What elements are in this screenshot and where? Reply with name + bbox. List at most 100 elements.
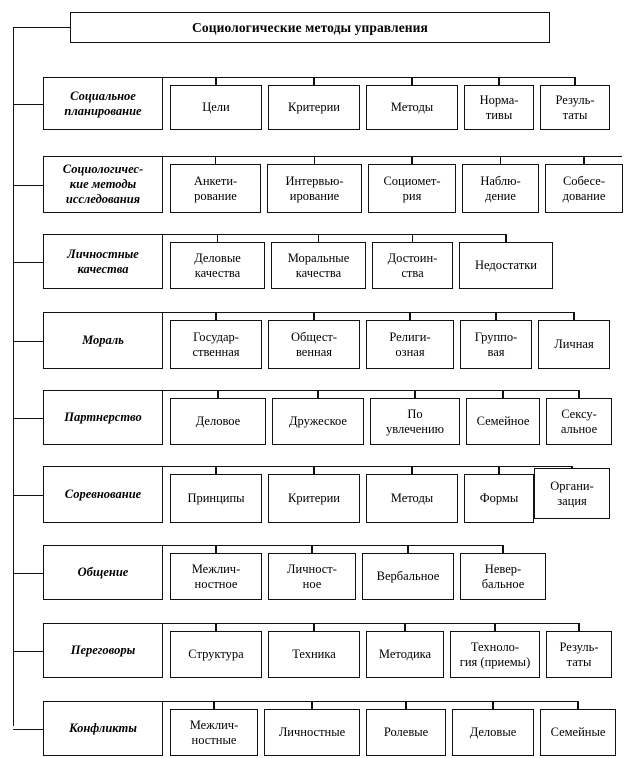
- category-box[interactable]: Мораль: [43, 312, 163, 369]
- category-box[interactable]: Личностные качества: [43, 234, 163, 289]
- item-label: Общест- венная: [290, 329, 338, 359]
- item-label: Собесе- дование: [562, 173, 606, 203]
- row-connector-bar: [43, 545, 503, 547]
- item-box[interactable]: Невер- бальное: [460, 553, 546, 600]
- item-box[interactable]: Семейное: [466, 398, 540, 445]
- item-box[interactable]: Сексу- альное: [546, 398, 612, 445]
- item-label: Моральные качества: [287, 250, 350, 280]
- item-box[interactable]: Личностные: [264, 709, 360, 756]
- item-box[interactable]: Органи- зация: [534, 468, 610, 519]
- category-box[interactable]: Партнерство: [43, 390, 163, 445]
- item-drop-connector: [215, 545, 217, 553]
- item-box[interactable]: По увлечению: [370, 398, 460, 445]
- category-label: Конфликты: [69, 721, 137, 735]
- item-box[interactable]: Государ- ственная: [170, 320, 262, 369]
- item-label: Деловое: [195, 414, 241, 428]
- row-connector-bar: [43, 623, 579, 625]
- item-drop-connector: [407, 545, 409, 553]
- item-label: Вербальное: [376, 569, 440, 583]
- item-drop-connector: [311, 701, 313, 709]
- item-drop-connector: [498, 77, 500, 85]
- item-label: Социомет- рия: [383, 173, 441, 203]
- item-label: Методы: [390, 100, 434, 114]
- item-box[interactable]: Дружеское: [272, 398, 364, 445]
- item-drop-connector: [499, 156, 502, 164]
- item-box[interactable]: Цели: [170, 85, 262, 130]
- item-box[interactable]: Межлич- ностные: [170, 709, 258, 756]
- item-box[interactable]: Техника: [268, 631, 360, 678]
- item-box[interactable]: Резуль- таты: [540, 85, 610, 130]
- item-label: По увлечению: [385, 406, 444, 436]
- row-connector-bar: [43, 156, 622, 158]
- category-box[interactable]: Социологичес- кие методы исследования: [43, 156, 163, 213]
- item-label: Деловые качества: [194, 250, 241, 280]
- item-box[interactable]: Методы: [366, 474, 458, 523]
- item-drop-connector: [573, 312, 575, 320]
- item-box[interactable]: Техноло- гия (приемы): [450, 631, 540, 678]
- item-label: Личност- ное: [287, 561, 337, 591]
- item-box[interactable]: Структура: [170, 631, 262, 678]
- item-box[interactable]: Вербальное: [362, 553, 454, 600]
- item-label: Анкети- рование: [193, 173, 238, 203]
- item-box[interactable]: Методика: [366, 631, 444, 678]
- item-label: Методика: [378, 647, 432, 661]
- item-label: Межлич- ностное: [191, 561, 241, 591]
- category-box[interactable]: Соревнование: [43, 466, 163, 523]
- item-drop-connector: [492, 701, 494, 709]
- item-label: Норма- тивы: [479, 92, 519, 122]
- item-box[interactable]: Принципы: [170, 474, 262, 523]
- category-label: Партнерство: [64, 410, 142, 424]
- item-box[interactable]: Норма- тивы: [464, 85, 534, 130]
- item-box[interactable]: Семейные: [540, 709, 616, 756]
- item-box[interactable]: Социомет- рия: [368, 164, 456, 213]
- item-box[interactable]: Формы: [464, 474, 534, 523]
- category-box[interactable]: Социальное планирование: [43, 77, 163, 130]
- item-box[interactable]: Личная: [538, 320, 610, 369]
- item-box[interactable]: Личност- ное: [268, 553, 356, 600]
- item-box[interactable]: Анкети- рование: [170, 164, 261, 213]
- item-box[interactable]: Наблю- дение: [462, 164, 539, 213]
- item-box[interactable]: Межлич- ностное: [170, 553, 262, 600]
- item-box[interactable]: Достоин- ства: [372, 242, 453, 289]
- item-box[interactable]: Методы: [366, 85, 458, 130]
- item-drop-connector: [217, 390, 219, 398]
- item-box[interactable]: Религи- озная: [366, 320, 454, 369]
- item-box[interactable]: Ролевые: [366, 709, 446, 756]
- item-label: Деловые: [469, 725, 517, 739]
- category-box[interactable]: Переговоры: [43, 623, 163, 678]
- item-box[interactable]: Общест- венная: [268, 320, 360, 369]
- category-box[interactable]: Конфликты: [43, 701, 163, 756]
- page-title: Социологические методы управления: [192, 19, 428, 35]
- item-label: Государ- ственная: [192, 329, 240, 359]
- trunk-title-connector: [13, 26, 71, 28]
- category-label: Личностные качества: [67, 246, 139, 276]
- item-label: Невер- бальное: [481, 561, 525, 591]
- item-drop-connector: [495, 312, 497, 320]
- item-label: Техника: [292, 647, 336, 661]
- item-box[interactable]: Критерии: [268, 474, 360, 523]
- item-box[interactable]: Моральные качества: [271, 242, 366, 289]
- category-label: Переговоры: [70, 643, 136, 657]
- item-box[interactable]: Резуль- таты: [546, 631, 612, 678]
- item-label: Группо- вая: [474, 329, 518, 359]
- item-box[interactable]: Собесе- дование: [545, 164, 623, 213]
- item-box[interactable]: Критерии: [268, 85, 360, 130]
- item-box[interactable]: Интервью- ирование: [267, 164, 362, 213]
- trunk-branch-connector: [13, 261, 43, 263]
- item-box[interactable]: Деловые: [452, 709, 534, 756]
- item-drop-connector: [311, 545, 313, 553]
- item-box[interactable]: Деловое: [170, 398, 266, 445]
- item-drop-connector: [405, 701, 407, 709]
- item-drop-connector: [498, 466, 500, 474]
- item-drop-connector: [317, 390, 319, 398]
- item-drop-connector: [215, 77, 217, 85]
- item-label: Семейные: [550, 725, 606, 739]
- item-drop-connector: [215, 623, 217, 631]
- item-label: Недостатки: [475, 258, 537, 272]
- item-box[interactable]: Недостатки: [459, 242, 553, 289]
- category-box[interactable]: Общение: [43, 545, 163, 600]
- item-box[interactable]: Группо- вая: [460, 320, 532, 369]
- item-drop-connector: [411, 156, 413, 164]
- item-box[interactable]: Деловые качества: [170, 242, 265, 289]
